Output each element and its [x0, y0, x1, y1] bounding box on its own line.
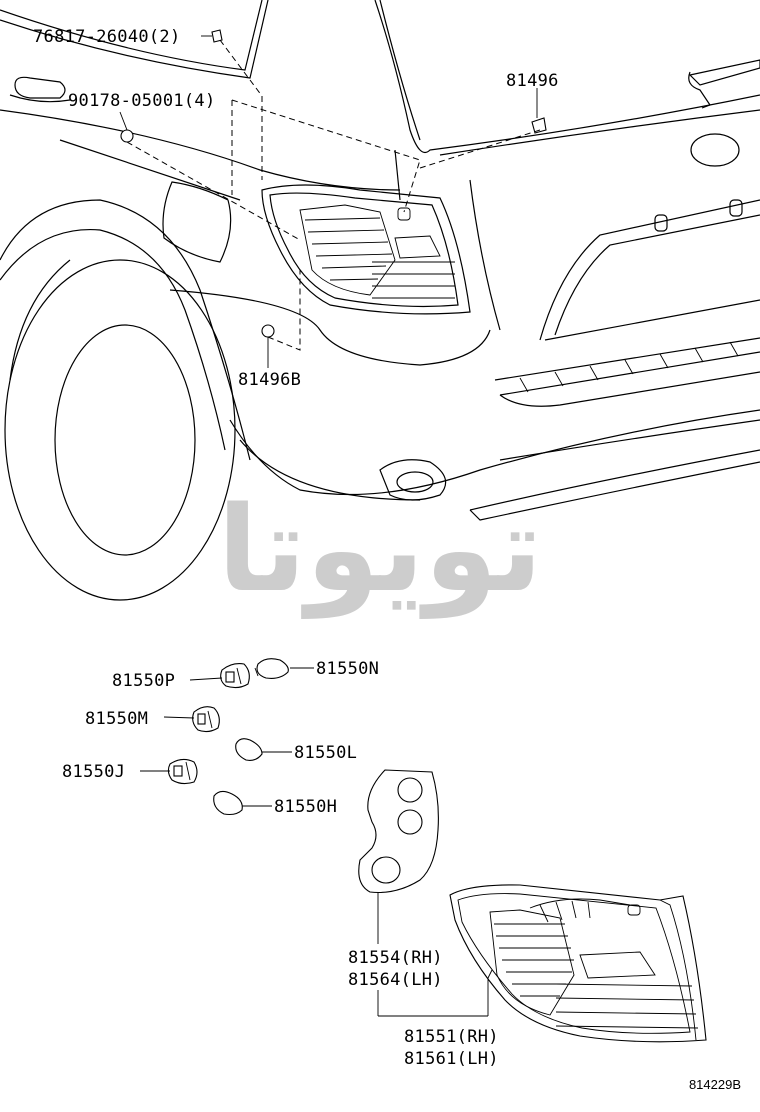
- fastener-clips: [120, 29, 547, 338]
- leader-lines: [119, 35, 541, 368]
- callout-81550N: 81550N: [316, 659, 379, 679]
- callout-81551-rh: 81551(RH): [404, 1027, 499, 1047]
- installed-tail-lamp: [261, 184, 471, 315]
- bulb-81550H: [213, 790, 243, 816]
- socket-81550P: [220, 663, 250, 689]
- callout-76817-26040: 76817-26040(2): [33, 27, 181, 47]
- tail-lamp-assembly: [449, 884, 707, 1043]
- lamp-gasket: [358, 769, 439, 944]
- callout-81550J: 81550J: [62, 762, 125, 782]
- socket-81550J: [167, 758, 198, 785]
- callout-81496B: 81496B: [238, 370, 301, 390]
- callout-81561-lh: 81561(LH): [404, 1049, 499, 1069]
- bulb-81550N: [254, 658, 289, 679]
- callout-81550L: 81550L: [294, 743, 357, 763]
- callout-81554-rh: 81554(RH): [348, 948, 443, 968]
- callout-90178-05001: 90178-05001(4): [68, 91, 216, 111]
- figure-code: 814229B: [689, 1077, 741, 1092]
- callout-81550P: 81550P: [112, 671, 175, 691]
- callout-81496: 81496: [506, 71, 559, 91]
- callout-81564-lh: 81564(LH): [348, 970, 443, 990]
- watermark-text: تویوتا: [217, 480, 542, 619]
- socket-81550M: [192, 706, 220, 733]
- callout-bracket: [377, 969, 493, 1017]
- callout-81550M: 81550M: [85, 709, 148, 729]
- callout-81550H: 81550H: [274, 797, 337, 817]
- vehicle-rear-body: [0, 0, 760, 601]
- bulb-81550L: [235, 738, 263, 761]
- callout-labels: 76817-26040(2) 90178-05001(4) 81496 8149…: [33, 27, 559, 1069]
- bulb-socket-parts: [140, 658, 314, 816]
